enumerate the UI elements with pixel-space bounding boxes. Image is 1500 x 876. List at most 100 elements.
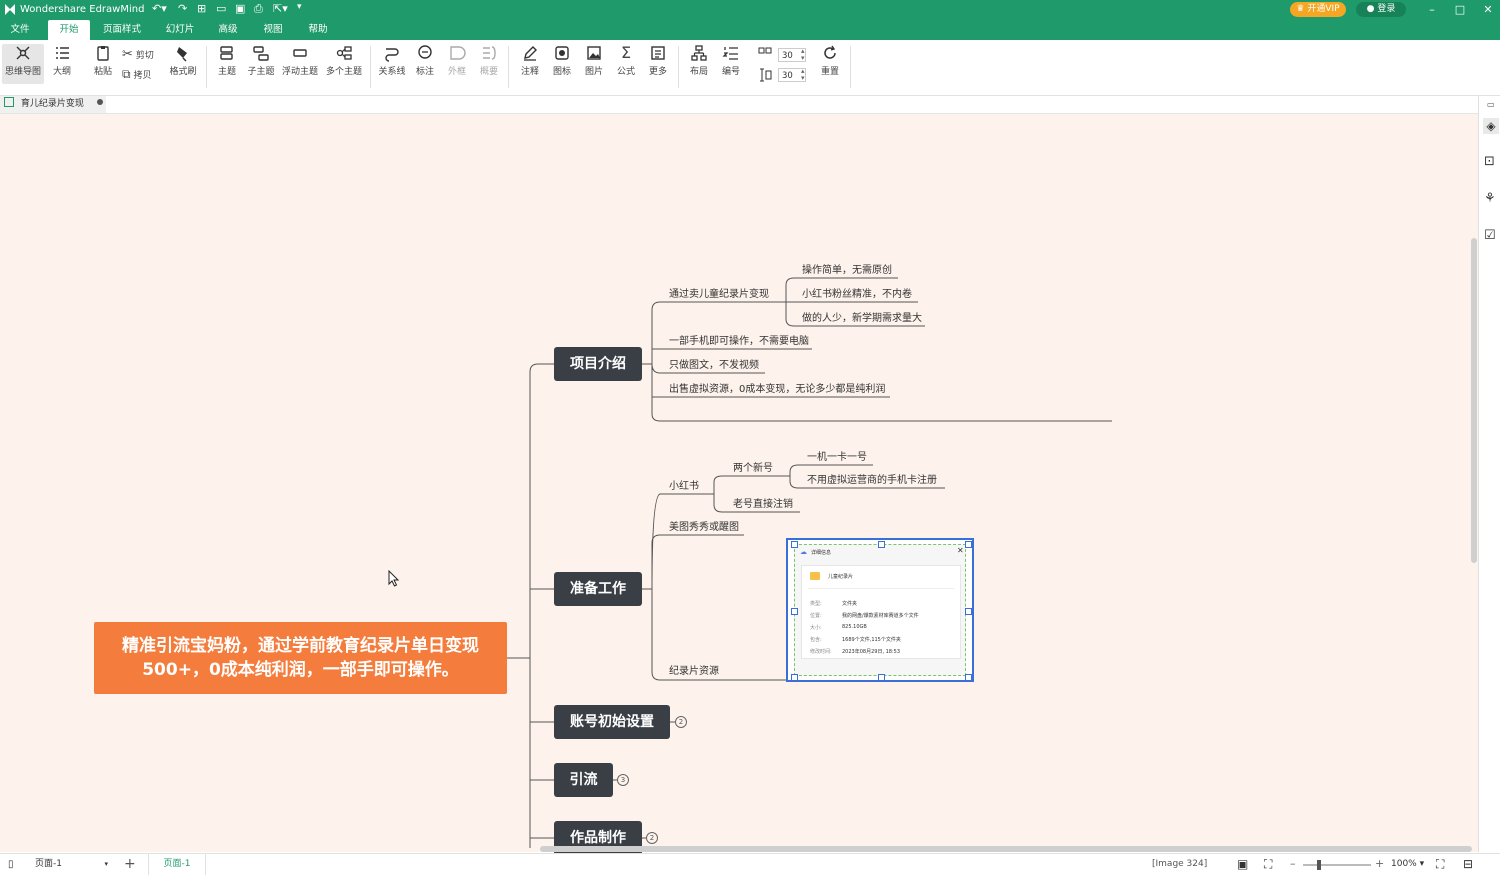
subtopic[interactable]: 不用虚拟运营商的手机卡注册 (807, 475, 937, 486)
resize-handle[interactable] (791, 674, 798, 681)
subtopic[interactable]: 美图秀秀或醒图 (669, 522, 739, 533)
collapsed-count-badge[interactable]: 3 (617, 774, 629, 786)
resize-handle[interactable] (965, 674, 972, 681)
style-panel-icon[interactable]: ◈ (1483, 118, 1499, 134)
more-button[interactable]: 更多 (645, 44, 671, 77)
format-painter-button[interactable]: 格式刷 (166, 44, 200, 77)
subtopic-button[interactable]: 子主题 (245, 44, 277, 77)
zoom-level[interactable]: 100% ▾ (1391, 859, 1425, 869)
subtopic[interactable]: 一部手机即可操作，不需要电脑 (669, 336, 809, 347)
menu-slides[interactable]: 幻灯片 (165, 24, 195, 35)
collapsed-count-badge[interactable]: 2 (675, 716, 687, 728)
login-button[interactable]: ● 登录 (1356, 2, 1406, 17)
resize-handle[interactable] (965, 541, 972, 548)
outline-view-button[interactable]: 大纲 (47, 44, 77, 77)
attached-image-selection[interactable]: ☁ 详细信息 ✕ 儿童纪录片 类型: 文件夹 位置: 我的网盘/爆款素材库赛道多… (786, 538, 974, 682)
close-icon[interactable]: ✕ (1483, 3, 1493, 16)
resize-handle[interactable] (791, 541, 798, 548)
subtopic[interactable]: 纪录片资源 (669, 666, 719, 677)
topic-account-setup[interactable]: 账号初始设置 (554, 705, 670, 739)
print-icon[interactable]: ⎙ (254, 2, 263, 15)
boundary-button[interactable]: 外框 (444, 44, 470, 77)
horizontal-spacing-stepper-icon[interactable]: ▴▾ (801, 47, 805, 62)
zoom-out-icon[interactable]: – (1290, 857, 1296, 870)
topic-preparation[interactable]: 准备工作 (554, 572, 642, 606)
subtopic[interactable]: 只做图文，不发视频 (669, 360, 759, 371)
summary-button[interactable]: 概要 (476, 44, 502, 77)
vertical-spacing-stepper-icon[interactable]: ▴▾ (801, 67, 805, 82)
subtopic[interactable]: 小红书 (669, 481, 699, 492)
unsaved-dot-icon[interactable] (96, 99, 103, 105)
open-file-icon[interactable]: ▭ (216, 2, 227, 15)
mindmap-view-button[interactable]: 思维导图 (2, 44, 44, 84)
copy-button[interactable]: ⧉ 拷贝 (122, 67, 152, 81)
menu-view[interactable]: 视图 (263, 24, 283, 35)
page-select-dropdown[interactable]: 页面-1 ▾ (32, 857, 110, 872)
paste-button[interactable]: 粘贴 (88, 44, 118, 77)
add-page-icon[interactable]: + (124, 856, 136, 872)
subtopic[interactable]: 一机一卡一号 (807, 452, 867, 463)
minimize-icon[interactable]: – (1429, 3, 1435, 16)
resize-handle[interactable] (878, 674, 885, 681)
redo-icon[interactable]: ↷ (178, 2, 188, 15)
reset-button[interactable]: 重置 (816, 44, 844, 77)
icon-panel-icon[interactable]: ⊡ (1484, 154, 1495, 169)
resize-handle[interactable] (965, 608, 972, 615)
vip-button[interactable]: ♛ 开通VIP (1290, 2, 1346, 17)
menu-help[interactable]: 帮助 (308, 24, 328, 35)
zoom-slider[interactable] (1303, 860, 1371, 870)
subtopic[interactable]: 小红书粉丝精准，不内卷 (802, 289, 912, 300)
save-icon[interactable]: ▣ (235, 2, 246, 15)
subtopic[interactable]: 老号直接注销 (733, 499, 793, 510)
panel-pin-icon[interactable]: ▭ (1487, 100, 1495, 109)
fullscreen-icon[interactable]: ⛶ (1436, 857, 1445, 871)
topic-traffic[interactable]: 引流 (554, 763, 613, 797)
note-button[interactable]: 注释 (516, 44, 544, 77)
subtopic[interactable]: 通过卖儿童纪录片变现 (669, 289, 769, 300)
topic-button[interactable]: 主题 (213, 44, 241, 77)
subtopic[interactable]: 做的人少，新学期需求量大 (802, 313, 922, 324)
horizontal-scrollbar[interactable] (540, 846, 1472, 852)
floating-topic-button[interactable]: 浮动主题 (281, 44, 319, 77)
topic-project-intro[interactable]: 项目介绍 (554, 347, 642, 381)
resize-handle[interactable] (878, 541, 885, 548)
zoom-in-icon[interactable]: + (1375, 857, 1385, 870)
central-topic[interactable]: 精准引流宝妈粉，通过学前教育纪录片单日变现500+，0成本纯利润，一部手即可操作… (94, 622, 507, 694)
vertical-scrollbar[interactable] (1471, 238, 1477, 563)
callout-button[interactable]: 标注 (412, 44, 438, 77)
task-panel-icon[interactable]: ☑ (1484, 228, 1496, 243)
relationship-button[interactable]: 关系线 (376, 44, 408, 77)
clipart-panel-icon[interactable]: ⚘ (1484, 191, 1496, 206)
resize-handle[interactable] (791, 608, 798, 615)
collapsed-count-badge[interactable]: 2 (646, 832, 658, 844)
subtopic[interactable]: 出售虚拟资源，0成本变现，无论多少都是纯利润 (669, 384, 886, 395)
fit-page-icon[interactable]: ▣ (1237, 857, 1249, 871)
menu-file[interactable]: 文件 (10, 24, 30, 35)
maximize-icon[interactable]: □ (1454, 3, 1466, 16)
subtopic[interactable]: 两个新号 (733, 463, 773, 474)
subtopic[interactable]: 操作简单，无需原创 (802, 265, 892, 276)
quick-access-more-icon[interactable]: ▾ (297, 2, 302, 12)
document-tab[interactable]: 育儿纪录片变现 (0, 96, 106, 113)
menu-home[interactable]: 开始 (48, 20, 90, 40)
horizontal-spacing-input[interactable]: 30 (778, 48, 806, 62)
page-tab[interactable]: 页面-1 (148, 854, 206, 875)
image-button[interactable]: 图片 (581, 44, 607, 77)
panel-layout-icon[interactable]: ⊟ (1463, 857, 1474, 871)
icon-button[interactable]: 图标 (549, 44, 575, 77)
numbering-button[interactable]: 编号 (718, 44, 744, 77)
cut-button[interactable]: ✂ 剪切 (122, 47, 154, 62)
mindmap-canvas[interactable] (0, 114, 1478, 852)
zoom-slider-handle[interactable] (1317, 860, 1321, 870)
undo-icon[interactable]: ↶▾ (152, 2, 167, 15)
page-panel-toggle-icon[interactable]: ▯ (8, 859, 14, 870)
menu-page-style[interactable]: 页面样式 (102, 24, 141, 35)
formula-button[interactable]: Σ 公式 (616, 43, 635, 78)
vertical-spacing-input[interactable]: 30 (778, 68, 806, 82)
layout-button[interactable]: 布局 (686, 44, 712, 77)
export-icon[interactable]: ⇱▾ (273, 2, 288, 15)
fit-width-icon[interactable]: ⛶ (1264, 857, 1273, 871)
menu-advanced[interactable]: 高级 (218, 24, 238, 35)
multiple-topics-button[interactable]: 多个主题 (325, 44, 363, 77)
new-file-icon[interactable]: ⊞ (197, 2, 207, 15)
